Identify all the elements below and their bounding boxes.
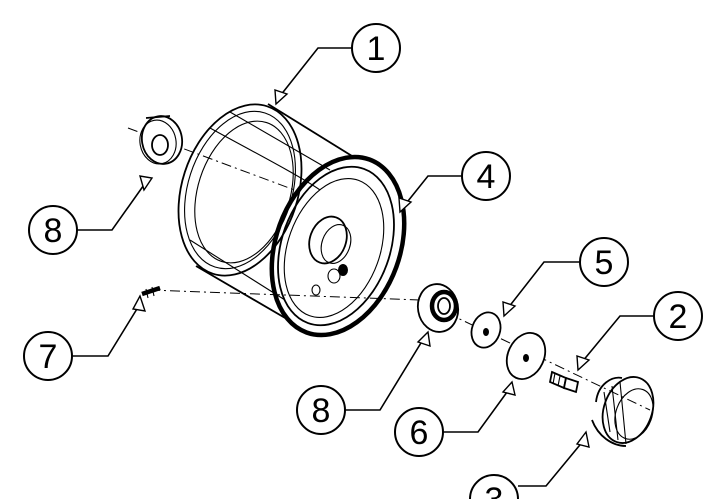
leader-lines <box>72 47 654 487</box>
callout-8-top: 8 <box>28 205 78 255</box>
bearing-bottom <box>416 283 460 333</box>
wheel-rim <box>177 103 407 338</box>
assembly-axis-line <box>127 127 651 411</box>
callout-2-label: 2 <box>669 298 688 336</box>
callout-4-label: 4 <box>477 158 496 196</box>
callout-3-label: 3 <box>485 481 504 499</box>
callout-1: 1 <box>351 23 401 73</box>
callout-3: 3 <box>469 474 519 499</box>
bearing-top <box>139 115 184 165</box>
callout-6-label: 6 <box>410 414 429 452</box>
callout-8-bottom: 8 <box>296 385 346 435</box>
washer-small <box>470 311 502 349</box>
callout-5-label: 5 <box>595 244 614 282</box>
washer-large <box>505 332 547 380</box>
callout-8-top-label: 8 <box>44 212 63 250</box>
callout-4: 4 <box>461 151 511 201</box>
valve-stem <box>141 285 161 299</box>
callout-5: 5 <box>579 237 629 287</box>
callout-7-label: 7 <box>39 338 58 376</box>
callout-1-label: 1 <box>367 30 386 68</box>
callout-7: 7 <box>23 331 73 381</box>
callout-8-bottom-label: 8 <box>312 392 331 430</box>
callout-2: 2 <box>653 291 703 341</box>
arrowheads <box>131 89 591 448</box>
axle-bolt <box>548 370 580 394</box>
callout-6: 6 <box>394 407 444 457</box>
tire-tread <box>591 376 655 447</box>
